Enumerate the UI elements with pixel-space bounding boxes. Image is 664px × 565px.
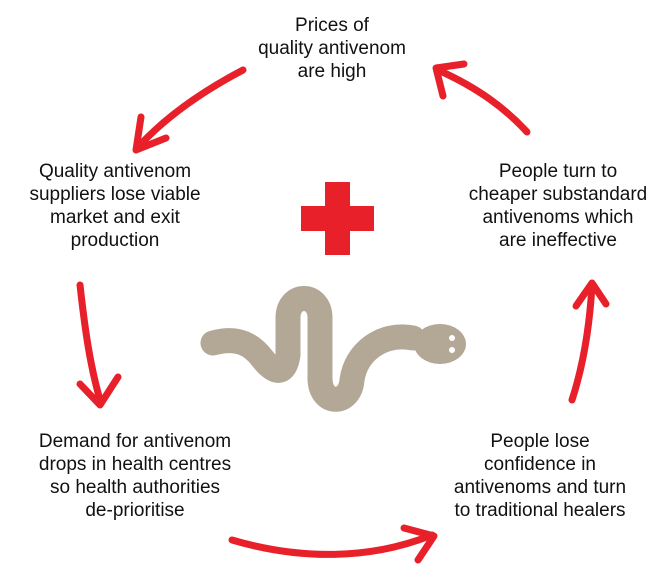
node-substandard-antivenoms: People turn to cheaper substandard antiv… — [468, 161, 648, 251]
node-prices-high: Prices of quality antivenom are high — [258, 15, 406, 82]
snake-eye-icon — [449, 335, 455, 341]
arrowhead-bottom-right-to-right — [572, 279, 610, 310]
arrow-left-to-bottom-left — [76, 281, 104, 404]
snake-icon — [200, 286, 466, 412]
arrowhead-top-to-left — [132, 113, 170, 154]
arrow-bottom-right-to-right — [568, 281, 596, 404]
red-cross-icon — [301, 182, 374, 255]
arrowhead-left-to-bottom-left — [76, 373, 122, 409]
arrowhead-bottom-left-to-bottom-right — [400, 524, 438, 564]
arrow-right-to-top — [434, 66, 531, 136]
node-suppliers-exit: Quality antivenom suppliers lose viable … — [29, 161, 201, 251]
arrow-bottom-left-to-bottom-right — [228, 531, 436, 558]
node-demand-drops: Demand for antivenom drops in health cen… — [38, 431, 232, 521]
snake-eye-icon — [449, 347, 455, 353]
arrowhead-right-to-top — [432, 60, 468, 100]
node-traditional-healers: People lose confidence in antivenoms and… — [453, 431, 627, 521]
arrow-top-to-left — [136, 66, 247, 149]
